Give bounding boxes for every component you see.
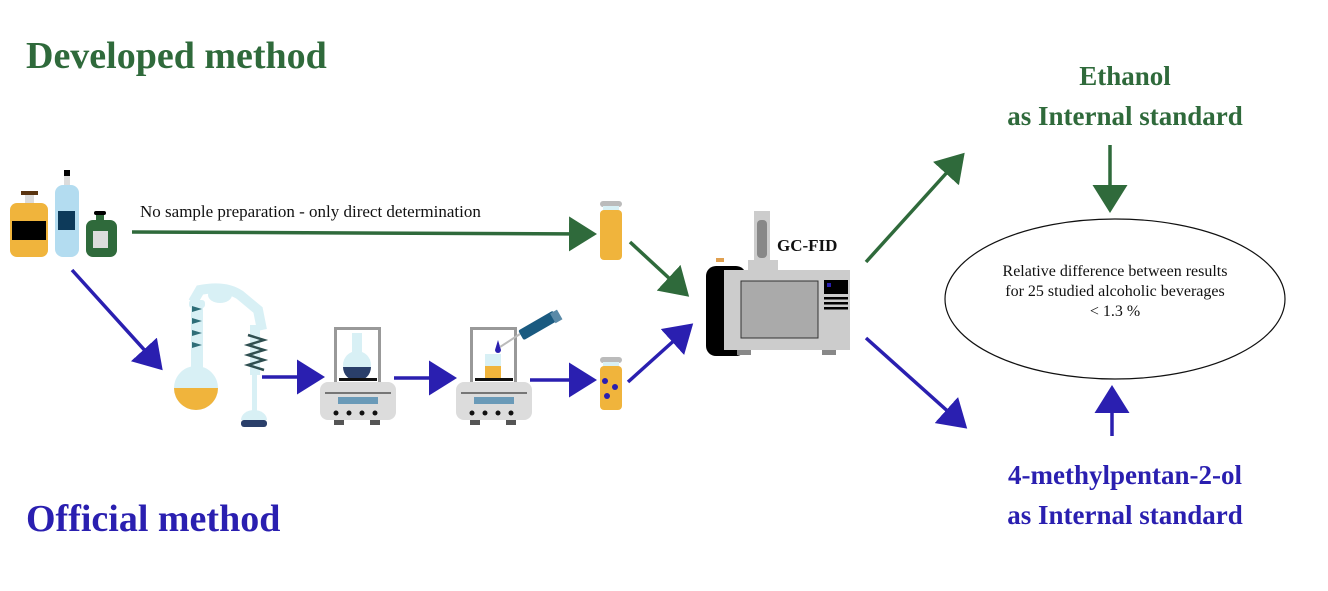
arrow-to-gc-developed [628, 240, 690, 297]
arrow-to-distillation [70, 268, 163, 371]
arrow-to-gc-official [626, 323, 694, 384]
balance-pipette-icon [456, 309, 563, 425]
balance-flask-icon [320, 327, 396, 425]
methylpentanol-line2: as Internal standard [1007, 500, 1243, 530]
vial-icon [600, 201, 622, 260]
comparison-ellipse [944, 218, 1286, 380]
comparison-line3: < 1.3 % [1089, 303, 1141, 320]
ethanol-standard-label: Ethanol as Internal standard [960, 56, 1290, 136]
methylpentanol-line1: 4-methylpentan-2-ol [1008, 460, 1242, 490]
bottles-icon [10, 170, 117, 257]
gc-fid-label: GC-FID [777, 236, 838, 255]
comparison-line1: Relative difference between results [1002, 263, 1228, 280]
direct-determination-note: No sample preparation - only direct dete… [140, 202, 481, 221]
methylpentanol-standard-label: 4-methylpentan-2-ol as Internal standard [960, 455, 1290, 535]
comparison-line2: for 25 studied alcoholic beverages [1005, 283, 1225, 300]
ethanol-line1: Ethanol [1079, 61, 1171, 91]
vial-dotted-icon [600, 357, 622, 410]
arrow-to-ethanol [864, 152, 965, 264]
arrow-direct [131, 216, 597, 252]
arrow-to-4mp2ol [864, 336, 968, 429]
comparison-text: Relative difference between results for … [945, 262, 1285, 322]
developed-method-title: Developed method [26, 35, 327, 77]
ethanol-line2: as Internal standard [1007, 101, 1243, 131]
official-method-title: Official method [26, 498, 281, 540]
distillation-apparatus-icon [174, 283, 269, 427]
gc-fid-instrument-icon [706, 211, 850, 356]
